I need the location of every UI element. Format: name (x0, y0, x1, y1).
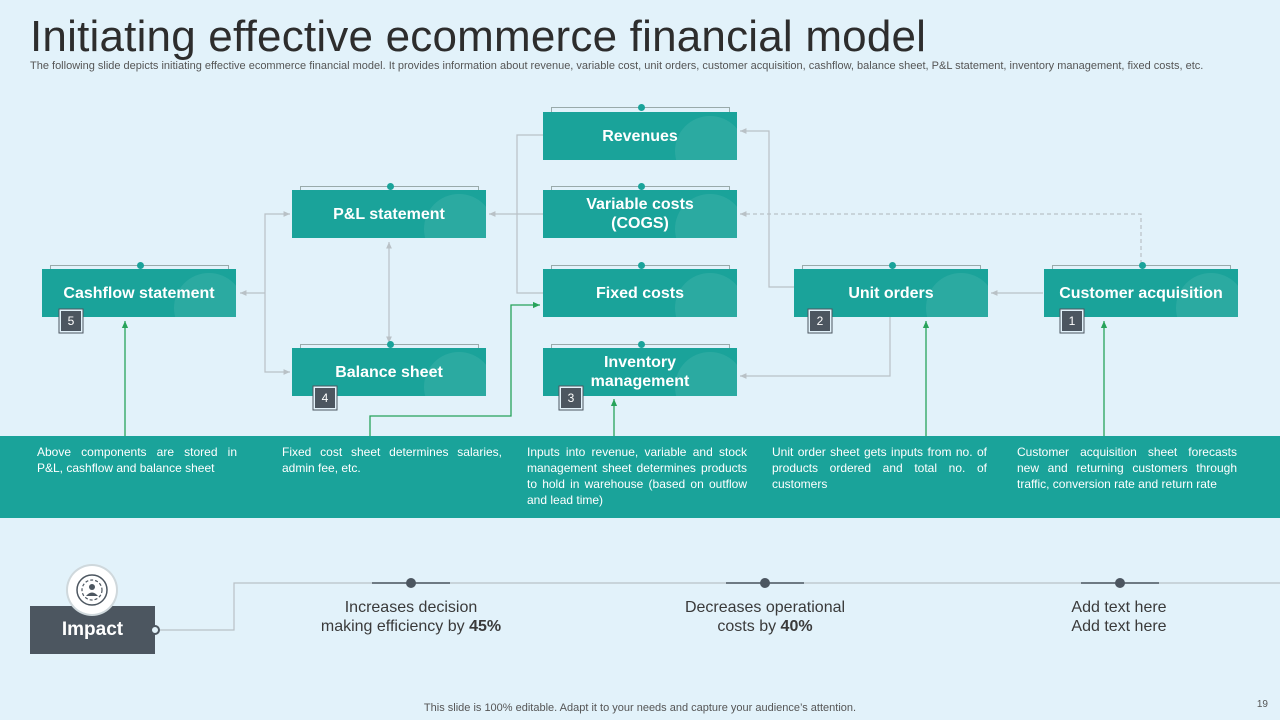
box-tab (300, 341, 479, 350)
box-tab (551, 104, 730, 113)
fixed-costs-box: Fixed costs (543, 269, 737, 317)
tab-dot (386, 183, 394, 190)
tab-dot (637, 183, 645, 190)
description-storage: Above components are stored in P&L, cash… (37, 445, 237, 475)
box-tab (551, 183, 730, 192)
impact-item-line2: costs by (717, 618, 781, 635)
description-band (0, 436, 1280, 518)
step-badge-1: 1 (1062, 311, 1082, 331)
impact-item-line1: Increases decision (344, 599, 478, 616)
tab-dot (637, 262, 645, 269)
impact-item-value: 45% (469, 618, 502, 635)
impact-box: Impact (30, 606, 155, 654)
box-tab (50, 262, 229, 271)
impact-item-line2: Add text here (1071, 618, 1167, 635)
tab-dot (386, 341, 394, 348)
description-customer-acquisition: Customer acquisition sheet forecasts new… (1017, 445, 1237, 491)
customer-acquisition-box: Customer acquisition (1044, 269, 1238, 317)
tab-dot (637, 104, 645, 111)
footer-note: This slide is 100% editable. Adapt it to… (423, 702, 857, 714)
impact-item-operational-costs: Decreases operational costs by 40% (645, 598, 885, 636)
step-badge-4: 4 (315, 388, 335, 408)
impact-item-line1: Add text here (1071, 599, 1167, 616)
revenues-label: Revenues (602, 127, 678, 145)
tab-dot (1138, 262, 1146, 269)
box-tab (300, 183, 479, 192)
pl-statement-box: P&L statement (292, 190, 486, 238)
impact-item-line2: making efficiency by (320, 618, 470, 635)
tab-dot (136, 262, 144, 269)
tab-dot (888, 262, 896, 269)
description-fixed-cost: Fixed cost sheet determines salaries, ad… (282, 445, 502, 475)
inventory-management-label: Inventory management (590, 354, 690, 390)
impact-item-efficiency: Increases decision making efficiency by … (291, 598, 531, 636)
unit-orders-label: Unit orders (848, 284, 934, 302)
cashflow-statement-label: Cashflow statement (63, 284, 215, 302)
variable-costs-box: Variable costs (COGS) (543, 190, 737, 238)
slide-title: Initiating effective ecommerce financial… (30, 12, 927, 61)
box-tab (802, 262, 981, 271)
impact-item-line1: Decreases operational (684, 599, 846, 616)
box-tab (551, 262, 730, 271)
balance-sheet-label: Balance sheet (335, 363, 443, 381)
impact-item-value: 40% (780, 618, 813, 635)
box-tab (1052, 262, 1231, 271)
step-badge-3: 3 (561, 388, 581, 408)
fixed-costs-label: Fixed costs (595, 284, 685, 302)
impact-item-placeholder: Add text here Add text here (999, 598, 1239, 636)
tab-dot (637, 341, 645, 348)
pl-statement-label: P&L statement (333, 205, 445, 223)
unit-orders-box: Unit orders (794, 269, 988, 317)
revenues-box: Revenues (543, 112, 737, 160)
inventory-management-box: Inventory management (543, 348, 737, 396)
page-number: 19 (1256, 699, 1268, 710)
customer-acquisition-label: Customer acquisition (1059, 284, 1223, 302)
variable-costs-label: Variable costs (COGS) (586, 196, 694, 232)
description-unit-orders: Unit order sheet gets inputs from no. of… (772, 445, 987, 491)
cashflow-statement-box: Cashflow statement (42, 269, 236, 317)
impact-label: Impact (61, 619, 124, 640)
step-badge-2: 2 (810, 311, 830, 331)
box-tab (551, 341, 730, 350)
person-target-icon (68, 566, 116, 614)
step-badge-5: 5 (61, 311, 81, 331)
description-inventory: Inputs into revenue, variable and stock … (527, 445, 747, 507)
slide-subtitle: The following slide depicts initiating e… (30, 60, 1204, 72)
